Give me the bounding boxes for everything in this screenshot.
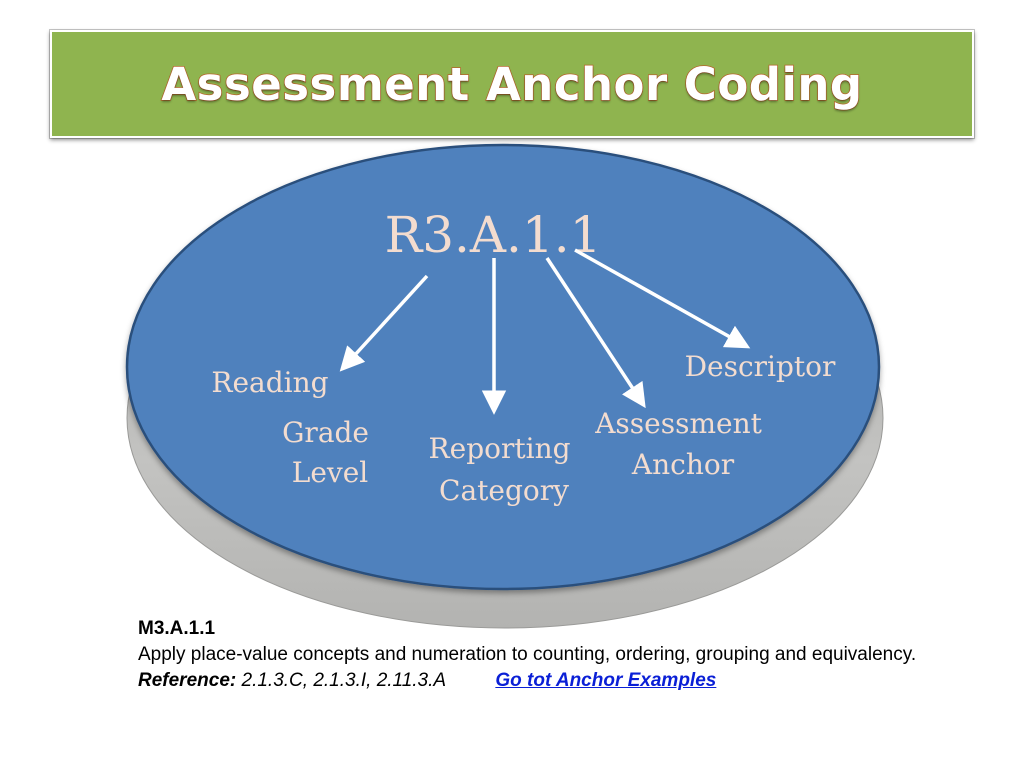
arrow-reading bbox=[339, 274, 429, 372]
anchor-examples-link[interactable]: Go tot Anchor Examples bbox=[495, 670, 717, 691]
anchor-code: R3.A.1.1 bbox=[385, 206, 602, 264]
anchor-caption: M3.A.1.1 Apply place-value concepts and … bbox=[138, 616, 918, 694]
caption-code: M3.A.1.1 bbox=[138, 618, 216, 639]
arrow-descriptor bbox=[574, 248, 751, 349]
reference-values: 2.1.3.C, 2.1.3.I, 2.11.3.A bbox=[241, 670, 447, 691]
reference-label: Reference: bbox=[138, 670, 237, 691]
disc-top bbox=[125, 143, 881, 591]
label-assessment-anchor: Assessment Anchor bbox=[594, 407, 771, 481]
label-grade-level: Grade Level bbox=[282, 416, 378, 489]
page-title: Assessment Anchor Coding bbox=[161, 57, 863, 112]
title-banner: Assessment Anchor Coding bbox=[50, 30, 974, 138]
label-descriptor: Descriptor bbox=[685, 350, 836, 383]
label-reporting-category: Reporting Category bbox=[429, 432, 580, 507]
label-reading: Reading bbox=[211, 366, 328, 399]
caption-description: Apply place-value concepts and numeratio… bbox=[138, 644, 917, 665]
caption-reference-line: Reference: 2.1.3.C, 2.1.3.I, 2.11.3.A Go… bbox=[138, 668, 918, 694]
arrow-assessment-anchor bbox=[545, 257, 646, 409]
